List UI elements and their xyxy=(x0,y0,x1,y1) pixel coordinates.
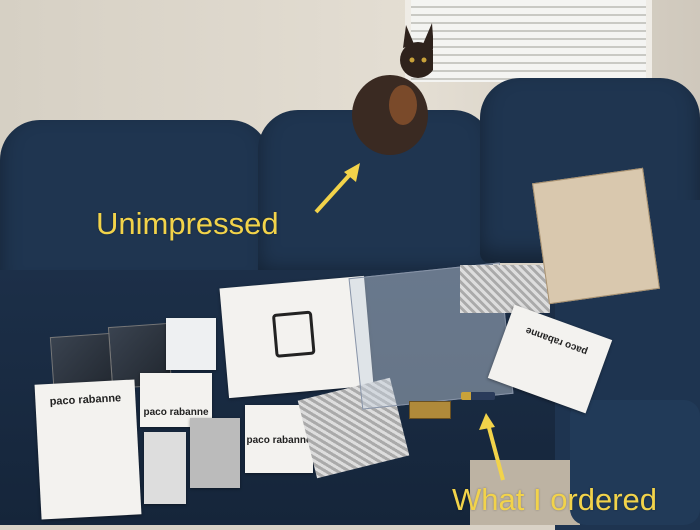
arrow-to-sample-icon xyxy=(479,413,505,481)
arrow-to-cat-icon xyxy=(314,163,360,214)
brand-text: paco rabanne xyxy=(49,392,122,408)
foil-tray xyxy=(460,265,550,313)
carpet xyxy=(470,460,580,525)
brand-logo xyxy=(271,310,316,358)
logo-card xyxy=(144,432,186,504)
grey-card xyxy=(190,418,240,488)
brand-text: paco rabanne xyxy=(143,407,209,418)
what-i-ordered-label: What I ordered xyxy=(452,482,658,517)
unimpressed-label: Unimpressed xyxy=(96,206,279,241)
cat xyxy=(352,23,433,155)
gold-box xyxy=(409,401,451,419)
perfume-sample xyxy=(461,392,495,400)
window-blinds xyxy=(405,0,652,82)
ottoman xyxy=(570,400,700,525)
sticker-sheet xyxy=(166,318,216,370)
brand-text: paco rabanne xyxy=(246,435,312,446)
instruction-leaflet: paco rabanne xyxy=(34,379,142,520)
brand-envelope: paco rabanne xyxy=(245,405,313,473)
cardboard-box xyxy=(532,167,660,305)
